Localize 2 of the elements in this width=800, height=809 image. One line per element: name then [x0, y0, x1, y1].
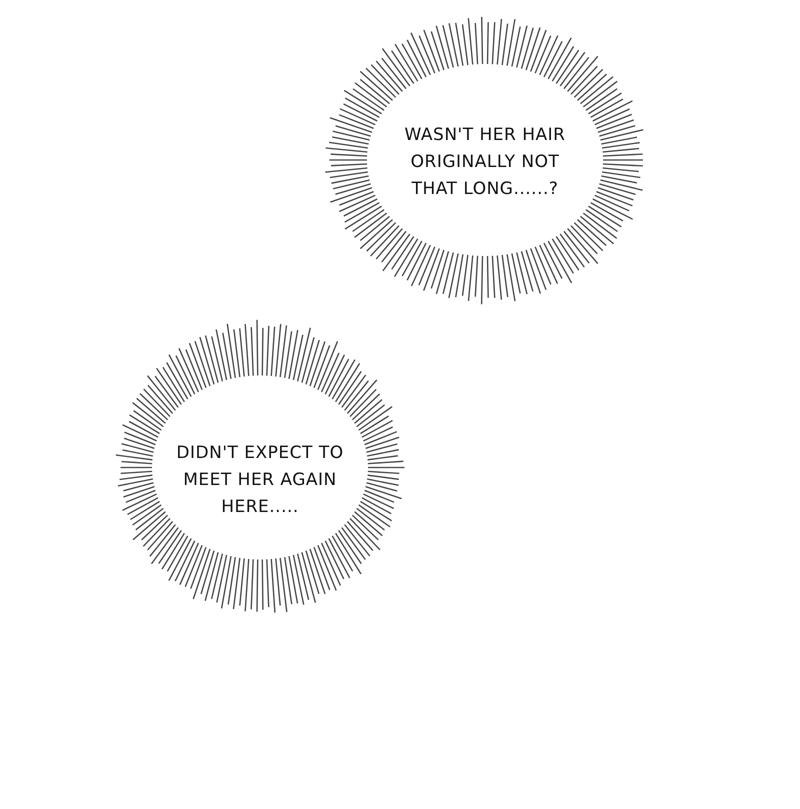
bubble-text: WASN'T HER HAIR ORIGINALLY NOT THAT LONG......?: [404, 124, 566, 201]
bubble-text: DIDN'T EXPECT TO MEET HER AGAIN HERE.....: [175, 442, 345, 519]
